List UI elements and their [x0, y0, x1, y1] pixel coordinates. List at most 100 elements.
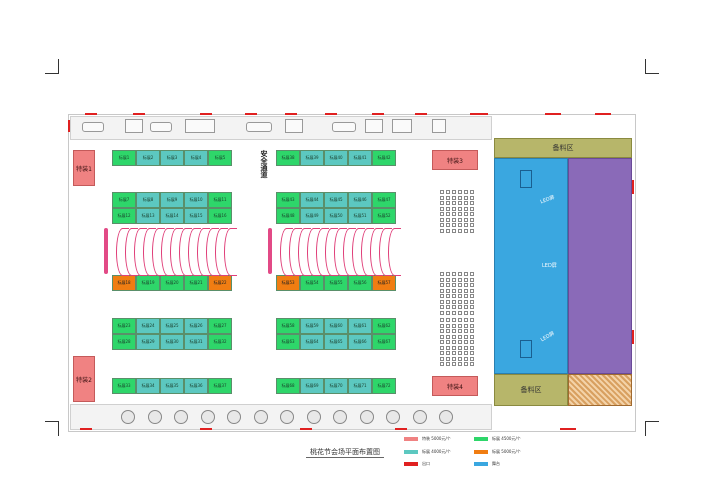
right-booth[interactable]: 标展56 [348, 275, 372, 291]
left-booth[interactable]: 标展33 [112, 378, 136, 394]
left-booth[interactable]: 标展14 [160, 208, 184, 224]
left-booth[interactable]: 标展1 [112, 150, 136, 166]
chair [464, 190, 468, 194]
left-booth[interactable]: 标展24 [136, 318, 160, 334]
right-booth[interactable]: 标展41 [348, 150, 372, 166]
right-booth[interactable]: 标展69 [300, 378, 324, 394]
right-booth[interactable]: 标展48 [276, 208, 300, 224]
left-booth[interactable]: 标展8 [136, 192, 160, 208]
left-booth[interactable]: 标展25 [160, 318, 184, 334]
curtain-arc [206, 228, 219, 276]
chair [458, 206, 462, 211]
left-booth[interactable]: 标展31 [184, 334, 208, 350]
chair [464, 351, 468, 355]
right-booth[interactable]: 标展68 [276, 378, 300, 394]
right-booth[interactable]: 标展40 [324, 150, 348, 166]
chair [446, 340, 450, 344]
right-booth[interactable]: 标展64 [300, 334, 324, 350]
left-booth[interactable]: 标展37 [208, 378, 232, 394]
right-booth[interactable]: 标展58 [276, 318, 300, 334]
right-booth[interactable]: 标展44 [300, 192, 324, 208]
right-booth[interactable]: 标展43 [276, 192, 300, 208]
round-table-icon [412, 410, 427, 424]
right-booth[interactable]: 标展71 [348, 378, 372, 394]
left-booth[interactable]: 标展21 [184, 275, 208, 291]
chair [452, 310, 456, 315]
right-booth[interactable]: 标展72 [372, 378, 396, 394]
chair [464, 356, 468, 361]
right-booth[interactable]: 标展65 [324, 334, 348, 350]
right-booth[interactable]: 标展46 [348, 192, 372, 208]
left-booth[interactable]: 标展35 [160, 378, 184, 394]
right-booth[interactable]: 标展55 [324, 275, 348, 291]
chair [464, 206, 468, 211]
chair [470, 329, 474, 333]
right-booth[interactable]: 标展52 [372, 208, 396, 224]
left-booth[interactable]: 标展16 [208, 208, 232, 224]
right-booth[interactable]: 标展38 [276, 150, 300, 166]
left-booth[interactable]: 标展12 [112, 208, 136, 224]
right-booth[interactable]: 标展63 [276, 334, 300, 350]
left-booth[interactable]: 标展20 [160, 275, 184, 291]
right-booth[interactable]: 标展62 [372, 318, 396, 334]
left-booth[interactable]: 标展19 [136, 275, 160, 291]
chair [452, 283, 456, 287]
right-booth[interactable]: 标展66 [348, 334, 372, 350]
left-booth[interactable]: 标展2 [136, 150, 160, 166]
exit-marker [285, 113, 297, 115]
left-booth[interactable]: 标展22 [208, 275, 232, 291]
chair [470, 323, 474, 328]
chair [440, 206, 444, 211]
right-booth[interactable]: 标展45 [324, 192, 348, 208]
right-booth[interactable]: 标展39 [300, 150, 324, 166]
right-booth[interactable]: 标展67 [372, 334, 396, 350]
chair [440, 190, 444, 194]
left-booth[interactable]: 标展18 [112, 275, 136, 291]
right-booth[interactable]: 标展70 [324, 378, 348, 394]
right-booth[interactable]: 标展51 [348, 208, 372, 224]
right-booth[interactable]: 标展59 [300, 318, 324, 334]
left-booth[interactable]: 标展5 [208, 150, 232, 166]
legend-swatch [474, 450, 488, 454]
special-booth-1[interactable]: 特装1 [73, 150, 95, 186]
left-booth[interactable]: 标展3 [160, 150, 184, 166]
left-booth[interactable]: 标展29 [136, 334, 160, 350]
right-booth[interactable]: 标展53 [276, 275, 300, 291]
left-booth[interactable]: 标展30 [160, 334, 184, 350]
right-booth[interactable]: 标展57 [372, 275, 396, 291]
left-booth[interactable]: 标展10 [184, 192, 208, 208]
chair [440, 294, 444, 298]
left-booth[interactable]: 标展13 [136, 208, 160, 224]
right-booth[interactable]: 标展49 [300, 208, 324, 224]
left-booth[interactable]: 标展15 [184, 208, 208, 224]
chair [440, 334, 444, 339]
chair [452, 201, 456, 205]
special-booth-4[interactable]: 特装4 [432, 376, 478, 396]
left-booth[interactable]: 标展26 [184, 318, 208, 334]
chair [452, 340, 456, 344]
right-booth[interactable]: 标展61 [348, 318, 372, 334]
left-booth[interactable]: 标展36 [184, 378, 208, 394]
left-booth[interactable]: 标展32 [208, 334, 232, 350]
left-booth[interactable]: 标展9 [160, 192, 184, 208]
left-booth[interactable]: 标展27 [208, 318, 232, 334]
chair [464, 323, 468, 328]
left-booth[interactable]: 标展34 [136, 378, 160, 394]
left-booth[interactable]: 标展4 [184, 150, 208, 166]
led-panel [568, 158, 632, 374]
right-booth[interactable]: 标展50 [324, 208, 348, 224]
right-booth[interactable]: 标展60 [324, 318, 348, 334]
chair [446, 318, 450, 322]
chair [458, 217, 462, 222]
right-booth[interactable]: 标展42 [372, 150, 396, 166]
curtain-arc [379, 228, 392, 276]
special-booth-2[interactable]: 特装2 [73, 356, 95, 402]
left-booth[interactable]: 标展23 [112, 318, 136, 334]
left-booth[interactable]: 标展28 [112, 334, 136, 350]
curtain-arc [143, 228, 156, 276]
left-booth[interactable]: 标展7 [112, 192, 136, 208]
right-booth[interactable]: 标展54 [300, 275, 324, 291]
right-booth[interactable]: 标展47 [372, 192, 396, 208]
special-booth-3[interactable]: 特装3 [432, 150, 478, 170]
left-booth[interactable]: 标展11 [208, 192, 232, 208]
